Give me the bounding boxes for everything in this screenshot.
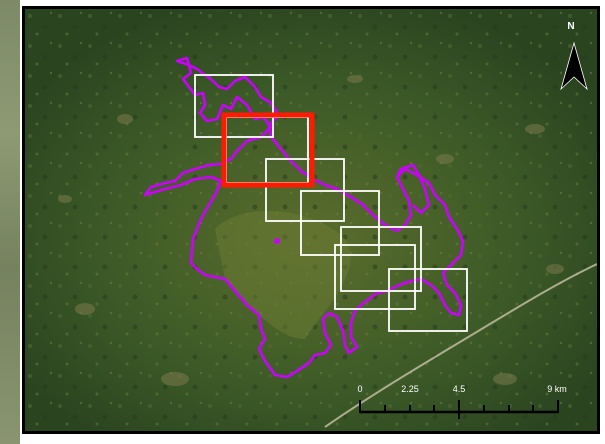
map-panel: N 0 2.25 4.5 9 km [22, 6, 600, 434]
scale-bar: 0 2.25 4.5 9 km [357, 384, 567, 419]
highlighted-tile [221, 112, 315, 188]
tile-1 [194, 74, 274, 138]
scale-label-4-5: 4.5 [453, 384, 466, 394]
tile-6 [334, 244, 416, 310]
road [324, 263, 597, 428]
adjacent-image-strip [0, 0, 20, 444]
scale-label-0: 0 [357, 384, 362, 394]
north-arrow-icon [560, 41, 588, 91]
image-tiles [194, 74, 468, 332]
clearings [58, 75, 564, 386]
north-arrow: N [560, 21, 588, 91]
boundary-spur [395, 163, 431, 215]
tile-5 [340, 226, 422, 292]
map-canvas: N 0 2.25 4.5 9 km [25, 9, 597, 431]
boundary-islet [274, 238, 280, 244]
open-grassland-area [215, 210, 351, 339]
tile-4 [300, 190, 380, 256]
scale-bar-ticks [359, 400, 559, 419]
scale-label-9-km: 9 km [547, 384, 567, 394]
scale-label-2-25: 2.25 [401, 384, 419, 394]
tile-7 [388, 268, 468, 332]
tile-3 [265, 158, 345, 222]
north-arrow-label: N [567, 21, 574, 32]
